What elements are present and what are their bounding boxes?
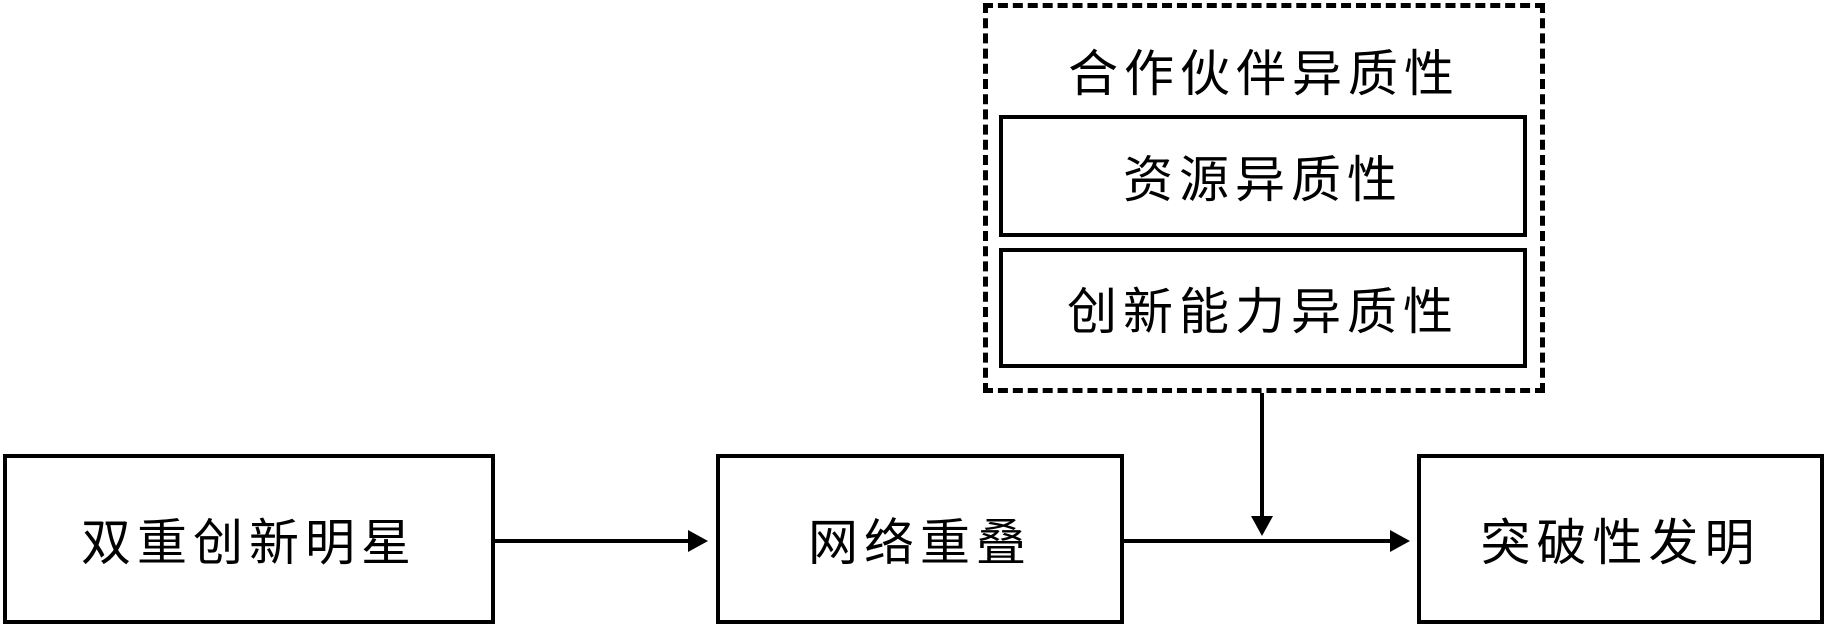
arrow-overlap-to-invention: [1124, 530, 1410, 552]
arrow-moderator-down: [1251, 393, 1273, 536]
arrow-star-to-overlap: [495, 530, 708, 552]
partner-heterogeneity-group: 合作伙伴异质性: [983, 3, 1545, 393]
group-title: 合作伙伴异质性: [1068, 45, 1460, 103]
breakthrough-invention-box: 突破性发明: [1417, 454, 1824, 624]
innovation-capability-heterogeneity-box: 创新能力异质性: [999, 248, 1527, 368]
resource-heterogeneity-box: 资源异质性: [999, 115, 1527, 237]
dual-innovation-star-box: 双重创新明星: [3, 454, 495, 624]
network-overlap-box: 网络重叠: [716, 454, 1124, 624]
